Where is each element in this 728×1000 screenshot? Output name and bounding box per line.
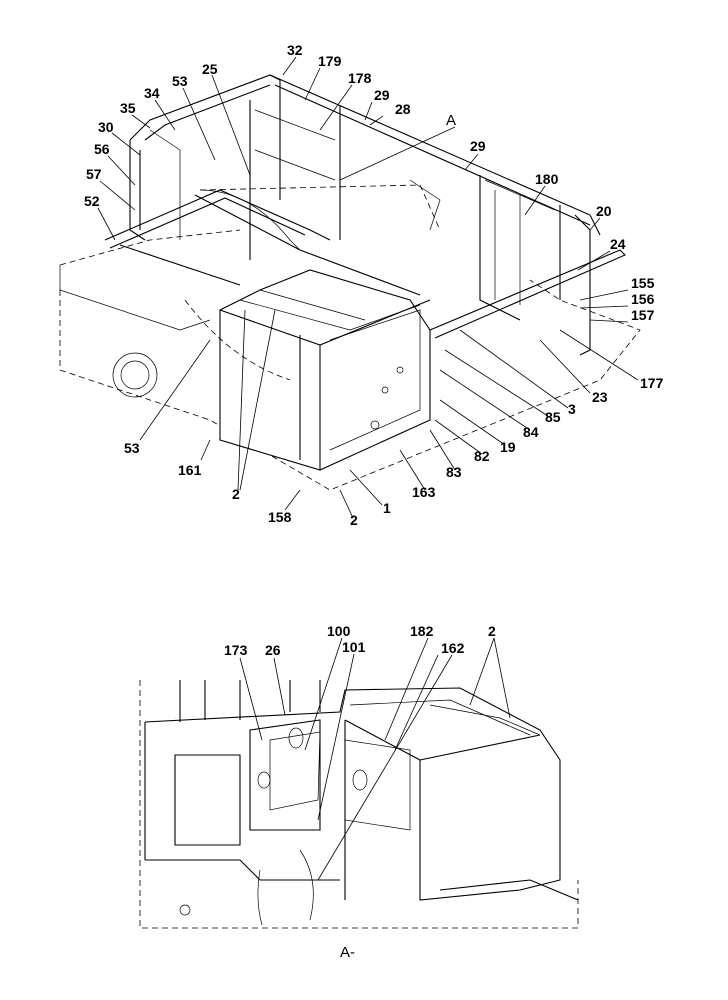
- callout-23: 23: [592, 389, 608, 405]
- callout-26: 26: [265, 642, 281, 658]
- callout-182: 182: [410, 623, 434, 639]
- callout-28: 28: [395, 101, 411, 117]
- callout-158: 158: [268, 509, 292, 525]
- callout-20: 20: [596, 203, 612, 219]
- callout-157: 157: [631, 307, 655, 323]
- callout-29-b: 29: [470, 138, 486, 154]
- callout-56: 56: [94, 141, 110, 157]
- callout-162: 162: [441, 640, 465, 656]
- callout-180: 180: [535, 171, 559, 187]
- callout-2-a: 2: [232, 486, 240, 502]
- callout-3: 3: [568, 401, 576, 417]
- bottom-leader-lines: [239, 637, 511, 881]
- view-caption: A-: [340, 944, 355, 961]
- callout-83: 83: [446, 464, 462, 480]
- detail-view-a-drawing: [139, 680, 579, 929]
- callout-161: 161: [178, 462, 202, 478]
- callout-179: 179: [318, 53, 342, 69]
- callout-2-detail: 2: [488, 623, 496, 639]
- callout-32: 32: [287, 42, 303, 58]
- callout-155: 155: [631, 275, 655, 291]
- bottom-callouts: 173 26 100 101 182 162 2 A-: [224, 623, 496, 961]
- callout-1: 1: [383, 500, 391, 516]
- callout-156: 156: [631, 291, 655, 307]
- callout-82: 82: [474, 448, 490, 464]
- view-marker: A: [446, 112, 456, 129]
- upper-frame-assembly-drawing: [59, 74, 641, 491]
- callout-84: 84: [523, 424, 539, 440]
- top-callouts: 32 179 178 29 28 25 53 34 35 30 56 57 52…: [84, 42, 664, 528]
- callout-30: 30: [98, 119, 114, 135]
- callout-57: 57: [86, 166, 102, 182]
- callout-29-a: 29: [374, 87, 390, 103]
- callout-53-b: 53: [124, 440, 140, 456]
- callout-52: 52: [84, 193, 100, 209]
- callout-2-b: 2: [350, 512, 358, 528]
- callout-53-a: 53: [172, 73, 188, 89]
- callout-34: 34: [144, 85, 160, 101]
- callout-85: 85: [545, 409, 561, 425]
- callout-101: 101: [342, 639, 366, 655]
- top-leader-lines: [97, 56, 639, 519]
- callout-177: 177: [640, 375, 664, 391]
- callout-173: 173: [224, 642, 248, 658]
- callout-163: 163: [412, 484, 436, 500]
- callout-25: 25: [202, 61, 218, 77]
- callout-35: 35: [120, 100, 136, 116]
- callout-19: 19: [500, 439, 516, 455]
- callout-24: 24: [610, 236, 626, 252]
- callout-100: 100: [327, 623, 351, 639]
- callout-178: 178: [348, 70, 372, 86]
